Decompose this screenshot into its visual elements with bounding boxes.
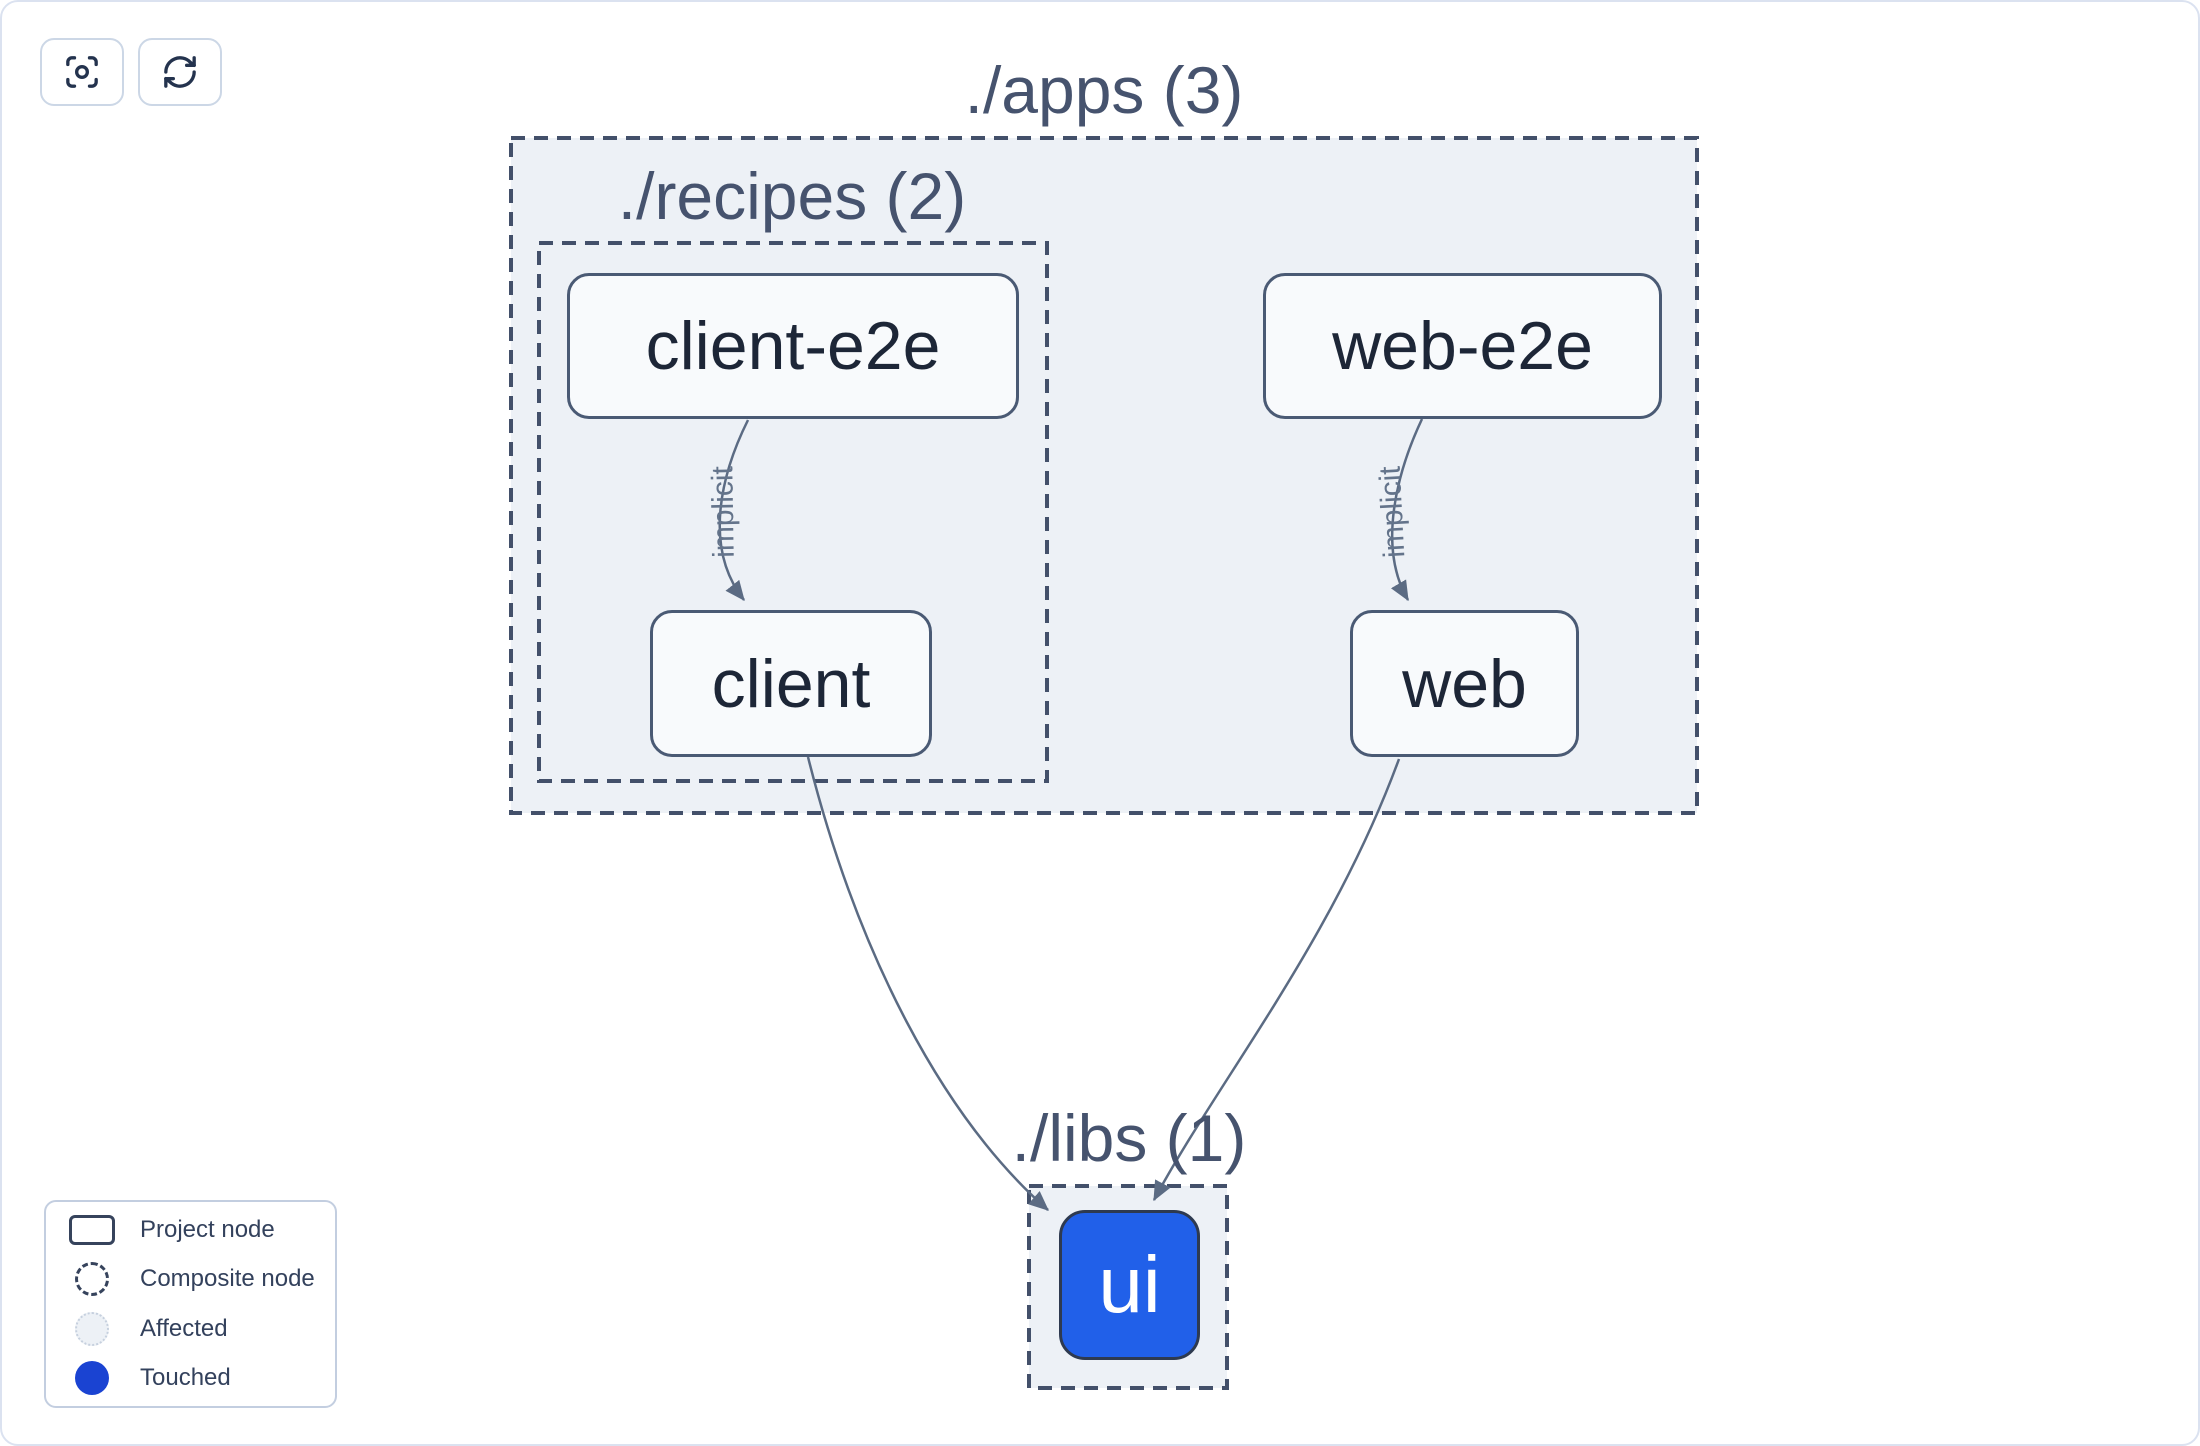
legend-item-touched: Touched xyxy=(68,1361,335,1397)
refresh-graph-button[interactable] xyxy=(138,38,222,106)
refresh-icon xyxy=(160,52,200,92)
legend-label: Project node xyxy=(140,1215,275,1243)
legend-item-project-node: Project node xyxy=(68,1212,335,1248)
container-label-recipes[interactable]: ./recipes (2) xyxy=(617,159,967,233)
node-ui[interactable]: ui xyxy=(1059,1210,1200,1360)
edge-web-to-ui[interactable] xyxy=(1152,758,1401,1202)
node-web-e2e[interactable]: web-e2e xyxy=(1263,273,1662,419)
node-client-e2e[interactable]: client-e2e xyxy=(567,273,1019,419)
edge-label-implicit: implicit xyxy=(1373,465,1412,559)
edge-client-e2e-to-client[interactable] xyxy=(718,419,750,601)
edge-web-e2e-to-web[interactable] xyxy=(1390,418,1424,602)
project-node-swatch xyxy=(69,1214,115,1245)
legend-item-composite-node: Composite node xyxy=(68,1262,335,1298)
legend-label: Affected xyxy=(140,1314,228,1342)
legend-label: Composite node xyxy=(140,1265,315,1293)
composite-node-swatch xyxy=(75,1262,109,1297)
touched-swatch xyxy=(75,1361,109,1396)
legend-item-affected: Affected xyxy=(68,1311,335,1347)
legend-label: Touched xyxy=(140,1364,231,1392)
container-label-apps[interactable]: ./apps (3) xyxy=(964,53,1244,127)
node-web[interactable]: web xyxy=(1350,610,1579,757)
container-label-libs[interactable]: ./libs (1) xyxy=(1011,1101,1247,1175)
edge-client-to-ui[interactable] xyxy=(806,756,1049,1211)
focus-icon xyxy=(62,52,102,92)
edge-label-implicit: implicit xyxy=(706,465,741,559)
affected-swatch xyxy=(75,1311,109,1346)
center-graph-button[interactable] xyxy=(40,38,124,106)
legend: Project node Composite node Affected Tou… xyxy=(44,1200,337,1408)
node-client[interactable]: client xyxy=(650,610,932,757)
